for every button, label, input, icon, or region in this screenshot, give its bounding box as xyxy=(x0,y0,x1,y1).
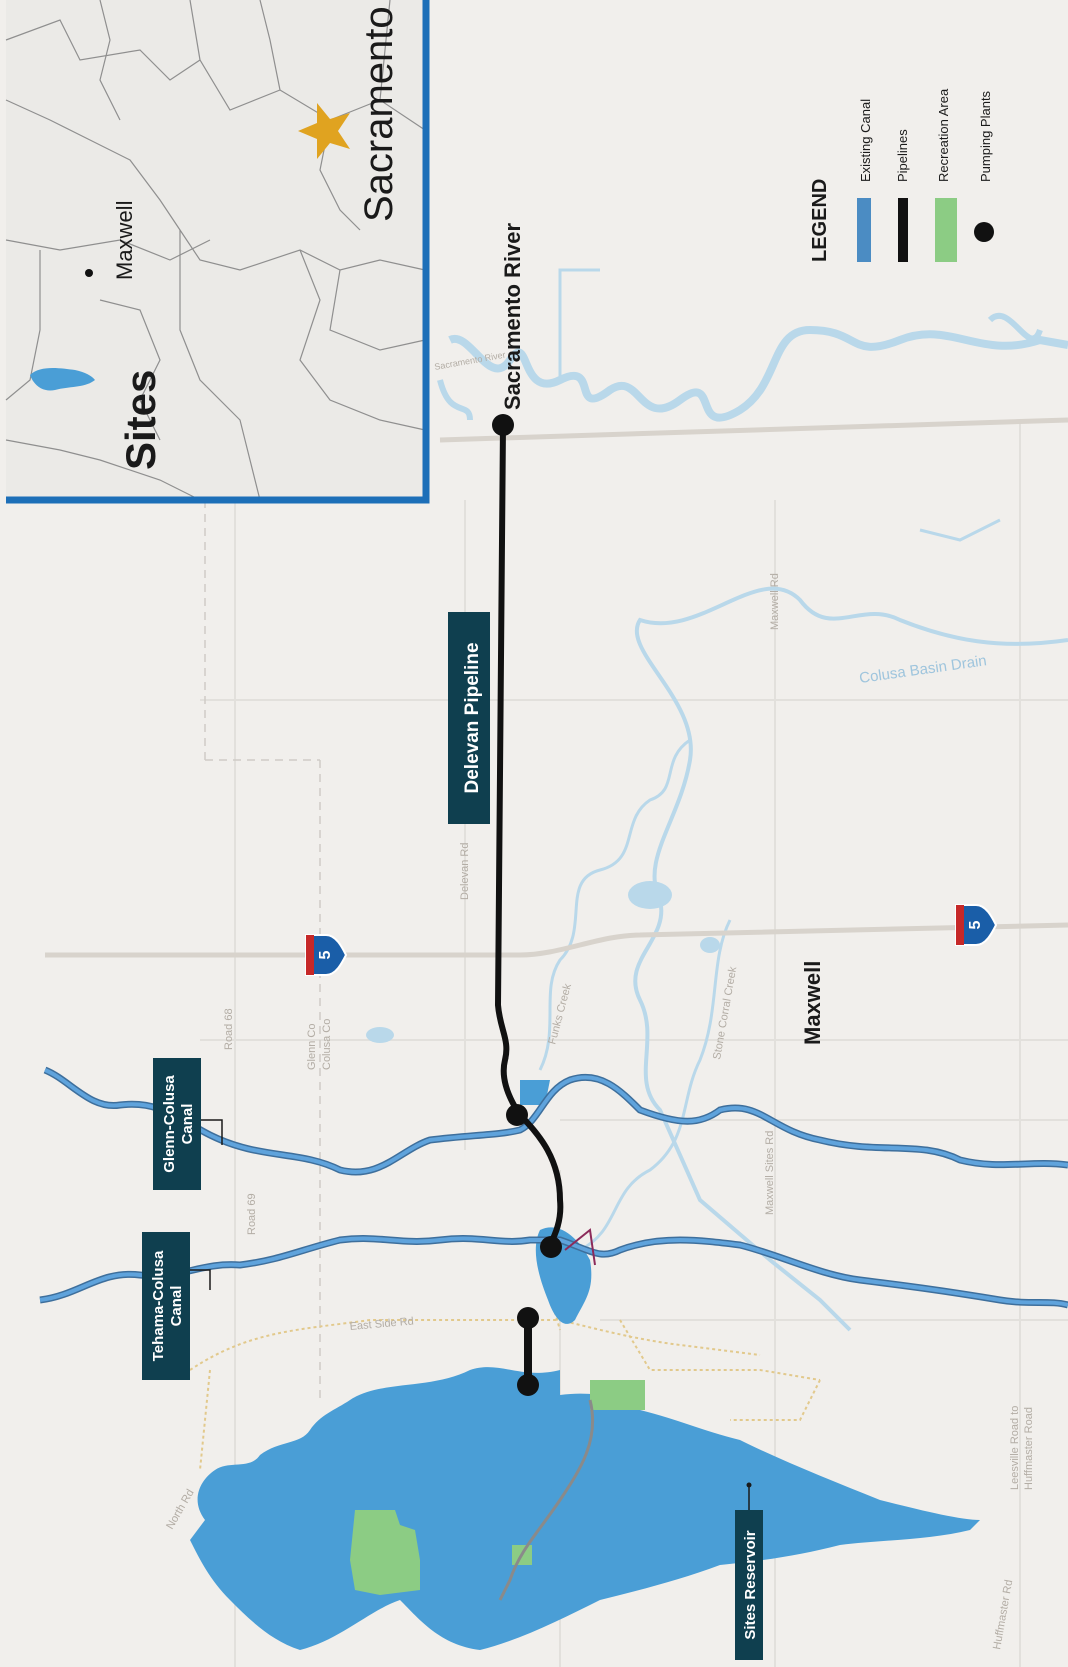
interstate-shield-north: 5 xyxy=(305,934,348,976)
legend-swatch-recreation xyxy=(935,198,957,262)
legend-item-canal: Existing Canal xyxy=(858,99,873,182)
glenn-colusa-label-1: Glenn-Colusa xyxy=(161,1075,178,1173)
legend-item-recreation: Recreation Area xyxy=(936,88,951,182)
road-label-maxwell-sites: Maxwell Sites Rd xyxy=(764,1131,776,1215)
pumping-plant-glenn xyxy=(506,1104,528,1126)
pumping-plants xyxy=(492,414,562,1396)
tehama-colusa-label-1: Tehama-Colusa xyxy=(150,1250,167,1361)
recreation-area-west xyxy=(350,1510,420,1595)
recreation-area-south xyxy=(590,1380,645,1410)
road-label-glenn-co: Glenn Co xyxy=(306,1024,318,1070)
stone-corral-creek xyxy=(579,919,732,1252)
interstate-label-north: 5 xyxy=(317,950,334,959)
road-label-east-side: East Side Rd xyxy=(349,1315,414,1333)
glenn-colusa-label-box: Glenn-Colusa Canal xyxy=(153,1058,223,1190)
pumping-plant-south xyxy=(517,1374,539,1396)
pond-3 xyxy=(366,1027,394,1043)
inset-county-lines xyxy=(5,0,426,501)
inset-sites-reservoir xyxy=(30,367,95,391)
road-label-maxwell-rd: Maxwell Rd xyxy=(769,573,781,630)
red-line xyxy=(564,1228,596,1266)
road-label-leesville-2: Huffmaster Road xyxy=(1023,1407,1035,1490)
delevan-pipeline-label: Delevan Pipeline xyxy=(462,642,483,793)
delevan-pipeline-label-box: Delevan Pipeline xyxy=(448,612,490,824)
road-label-road-68: Road 68 xyxy=(223,1008,235,1050)
road-label-colusa-co: Colusa Co xyxy=(321,1019,333,1070)
inset-sacramento-label: Sacramento xyxy=(357,6,401,222)
sites-reservoir-lower xyxy=(529,1476,629,1584)
inset-border xyxy=(6,0,430,504)
inset-maxwell-label: Maxwell xyxy=(112,201,137,280)
colusa-basin-drain xyxy=(633,586,1068,1332)
sites-reservoir-label-box: Sites Reservoir xyxy=(735,1482,763,1660)
tehama-colusa-label-2: Canal xyxy=(168,1286,185,1327)
highway-20 xyxy=(439,417,1068,443)
sacramento-river xyxy=(448,325,1068,422)
sacramento-river-label: Sacramento River xyxy=(500,222,525,410)
forebay-small xyxy=(520,1080,550,1105)
road-label-road-69: Road 69 xyxy=(246,1193,258,1235)
funks-creek xyxy=(538,738,691,1071)
pond-2 xyxy=(700,937,720,953)
interstate-label-south: 5 xyxy=(967,920,984,929)
legend-swatch-canal xyxy=(857,198,871,262)
interstate-shield-south: 5 xyxy=(955,904,998,946)
creek-top xyxy=(558,268,600,380)
inset-map: Maxwell Sites Sacramento xyxy=(5,0,430,504)
glenn-colusa-label-2: Canal xyxy=(179,1104,196,1145)
legend-swatch-pumping xyxy=(974,222,994,242)
legend-title: LEGEND xyxy=(809,179,831,262)
river-tributary xyxy=(437,312,1043,421)
sites-reservoir-label: Sites Reservoir xyxy=(742,1530,759,1639)
legend: LEGEND Existing Canal Pipelines Recreati… xyxy=(809,88,994,262)
legend-item-pumping: Pumping Plants xyxy=(978,90,993,182)
maxwell-label: Maxwell xyxy=(800,961,825,1045)
inset-star-icon xyxy=(298,103,350,159)
inset-maxwell-dot xyxy=(85,269,93,277)
road-label-delevan: Delevan Rd xyxy=(459,843,471,900)
reservoir-road xyxy=(498,1399,595,1601)
creek-right xyxy=(919,518,1001,542)
county-line xyxy=(204,500,321,1400)
legend-swatch-pipelines xyxy=(898,198,908,262)
inset-sites-label: Sites xyxy=(117,370,164,470)
pond-1 xyxy=(628,881,672,909)
legend-item-pipelines: Pipelines xyxy=(895,129,910,182)
pumping-plant-river xyxy=(492,414,514,436)
road-label-leesville-1: Leesville Road to xyxy=(1009,1406,1021,1490)
interstate-5 xyxy=(45,922,1068,958)
glenn-colusa-canal-fill xyxy=(44,1068,1068,1174)
tehama-colusa-label-box: Tehama-Colusa Canal xyxy=(142,1232,211,1380)
pumping-plant-forebay xyxy=(540,1236,562,1258)
pumping-plant-north xyxy=(517,1307,539,1329)
